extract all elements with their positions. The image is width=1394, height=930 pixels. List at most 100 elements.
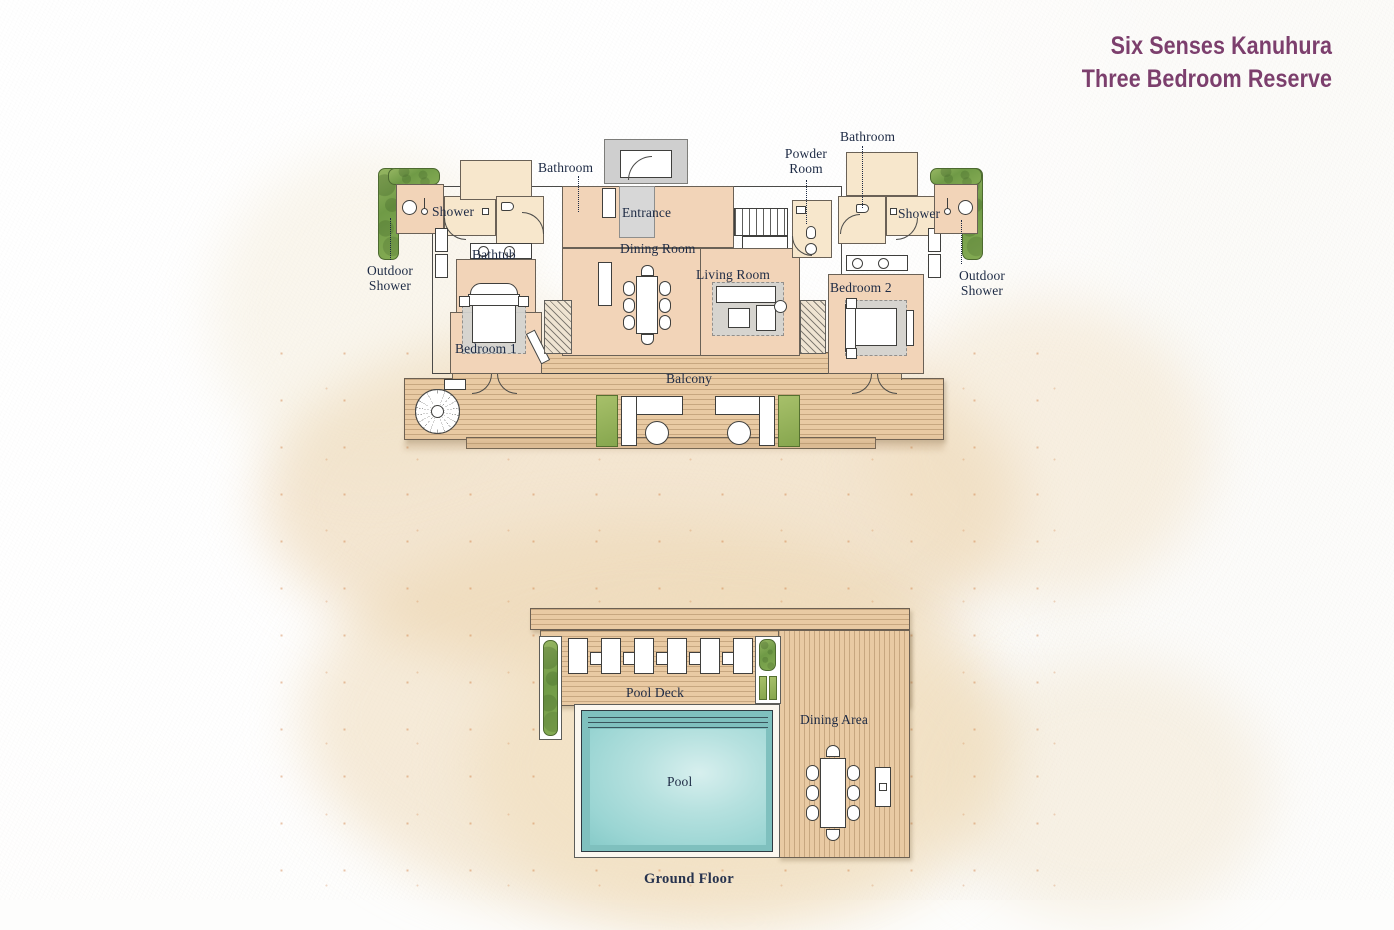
outdoor-dining-chair — [847, 785, 860, 801]
entrance-side-panel — [602, 188, 616, 218]
label-bedroom-1: Bedroom 1 — [455, 341, 517, 356]
outdoor-dining-chair — [826, 745, 840, 757]
outdoor-shower-basin-right — [958, 200, 973, 215]
hedge-right-top — [930, 168, 982, 185]
balcony-table-right — [727, 421, 751, 445]
outdoor-shower-head-right — [947, 198, 949, 209]
bed-2 — [855, 308, 897, 346]
tile-area-left — [544, 300, 572, 354]
headboard-2 — [845, 304, 856, 352]
outdoor-shower-head-left — [424, 198, 426, 209]
pool-water — [590, 729, 766, 845]
label-bedroom-2: Bedroom 2 — [830, 280, 892, 295]
leader-powder-room — [806, 180, 807, 224]
outdoor-shower-basin-left — [402, 200, 417, 215]
label-bathtub: Bathtub — [472, 247, 516, 262]
basin-right-1 — [852, 258, 863, 269]
bed-1 — [472, 305, 516, 343]
ground-floor-caption: Ground Floor — [644, 871, 734, 887]
planter-right-lower-a — [759, 676, 767, 700]
label-outdoor-shower-left: Outdoor Shower — [360, 263, 420, 294]
label-bathroom-left: Bathroom — [538, 160, 594, 175]
leader-bathroom-right — [862, 146, 863, 208]
outdoor-dining-chair — [826, 829, 840, 841]
vanity-alcove-right — [846, 152, 918, 196]
label-powder-room: Powder Room — [778, 146, 834, 177]
planter-left — [543, 640, 558, 736]
nightstand-1-right — [518, 296, 529, 307]
balcony-sofa-right-arm — [759, 396, 775, 446]
outdoor-dining-chair — [806, 785, 819, 801]
label-dining-area: Dining Area — [800, 712, 869, 727]
title-line-1: Six Senses Kanuhura — [1110, 32, 1332, 60]
balcony-planter-left — [596, 395, 618, 447]
balcony-planter-right — [778, 395, 800, 447]
spiral-staircase-core — [431, 405, 444, 418]
pool — [581, 710, 773, 852]
side-table-living — [774, 300, 787, 313]
toilet-left — [501, 202, 514, 211]
sun-lounger — [634, 638, 654, 674]
tile-area-right — [800, 300, 826, 354]
planter-right-lower-b — [769, 676, 777, 700]
label-living-room: Living Room — [696, 267, 771, 282]
label-pool: Pool — [667, 774, 693, 789]
armchair-living-left — [728, 308, 750, 328]
label-outdoor-shower-left-line2: Shower — [368, 278, 412, 294]
label-powder-room-line1: Powder — [784, 146, 828, 161]
dining-chair — [623, 281, 635, 296]
dining-chair — [623, 298, 635, 313]
entrance-console — [619, 186, 655, 238]
label-shower-left: Shower — [432, 204, 475, 219]
dining-area-deck — [778, 630, 910, 858]
sun-lounger — [601, 638, 621, 674]
sun-lounger — [700, 638, 720, 674]
pool-ledge-line — [588, 722, 768, 723]
balcony-sofa-left-arm — [621, 396, 637, 446]
armchair-living-right — [756, 305, 776, 331]
nightstand-2-top — [846, 298, 857, 309]
leader-outdoor-shower-right — [961, 220, 962, 264]
label-balcony: Balcony — [666, 371, 713, 386]
dining-chair — [659, 298, 671, 313]
leader-bathroom-left — [578, 176, 579, 212]
hedge-left — [378, 168, 399, 260]
basin-left-2 — [504, 246, 515, 257]
dining-chair — [623, 315, 635, 330]
nightstand-2-bottom — [846, 348, 857, 359]
outdoor-shower-head-disc-right — [944, 208, 951, 215]
basin-left-1 — [478, 246, 489, 257]
label-powder-room-line2: Room — [789, 161, 823, 177]
nightstand-1-left — [459, 296, 470, 307]
planter-right-upper — [759, 639, 776, 671]
powder-room-basin — [796, 206, 806, 214]
headboard-1 — [468, 294, 520, 306]
bedroom-2-console — [906, 310, 914, 346]
pool-ledge-line — [588, 717, 768, 718]
outdoor-dining-chair — [847, 765, 860, 781]
label-shower-right: Shower — [898, 206, 941, 221]
outdoor-dining-chair — [806, 805, 819, 821]
leader-outdoor-shower-left — [390, 218, 391, 260]
shower-drain-right — [890, 208, 897, 215]
label-outdoor-shower-right-line2: Shower — [960, 283, 1004, 299]
sun-lounger — [733, 638, 753, 674]
outdoor-dining-chair — [847, 805, 860, 821]
balcony-table-left — [645, 421, 669, 445]
stair-treads — [735, 209, 787, 235]
outdoor-dining-table — [820, 758, 846, 828]
pool-walkway-band — [530, 608, 910, 630]
title-line-2: Three Bedroom Reserve — [1081, 65, 1332, 94]
label-outdoor-shower-right: Outdoor Shower — [950, 268, 1014, 299]
sun-lounger — [667, 638, 687, 674]
pool-ledge-line — [588, 727, 768, 728]
deck-shadow — [404, 440, 944, 450]
wardrobe-left-upper — [435, 228, 448, 252]
wardrobe-left-lower — [435, 254, 448, 278]
dining-sideboard — [598, 262, 612, 306]
vanity-alcove-left — [460, 160, 532, 200]
spiral-staircase-treads — [415, 389, 460, 434]
outdoor-dining-chair — [806, 765, 819, 781]
dining-chair — [659, 315, 671, 330]
stair-landing — [444, 379, 466, 390]
